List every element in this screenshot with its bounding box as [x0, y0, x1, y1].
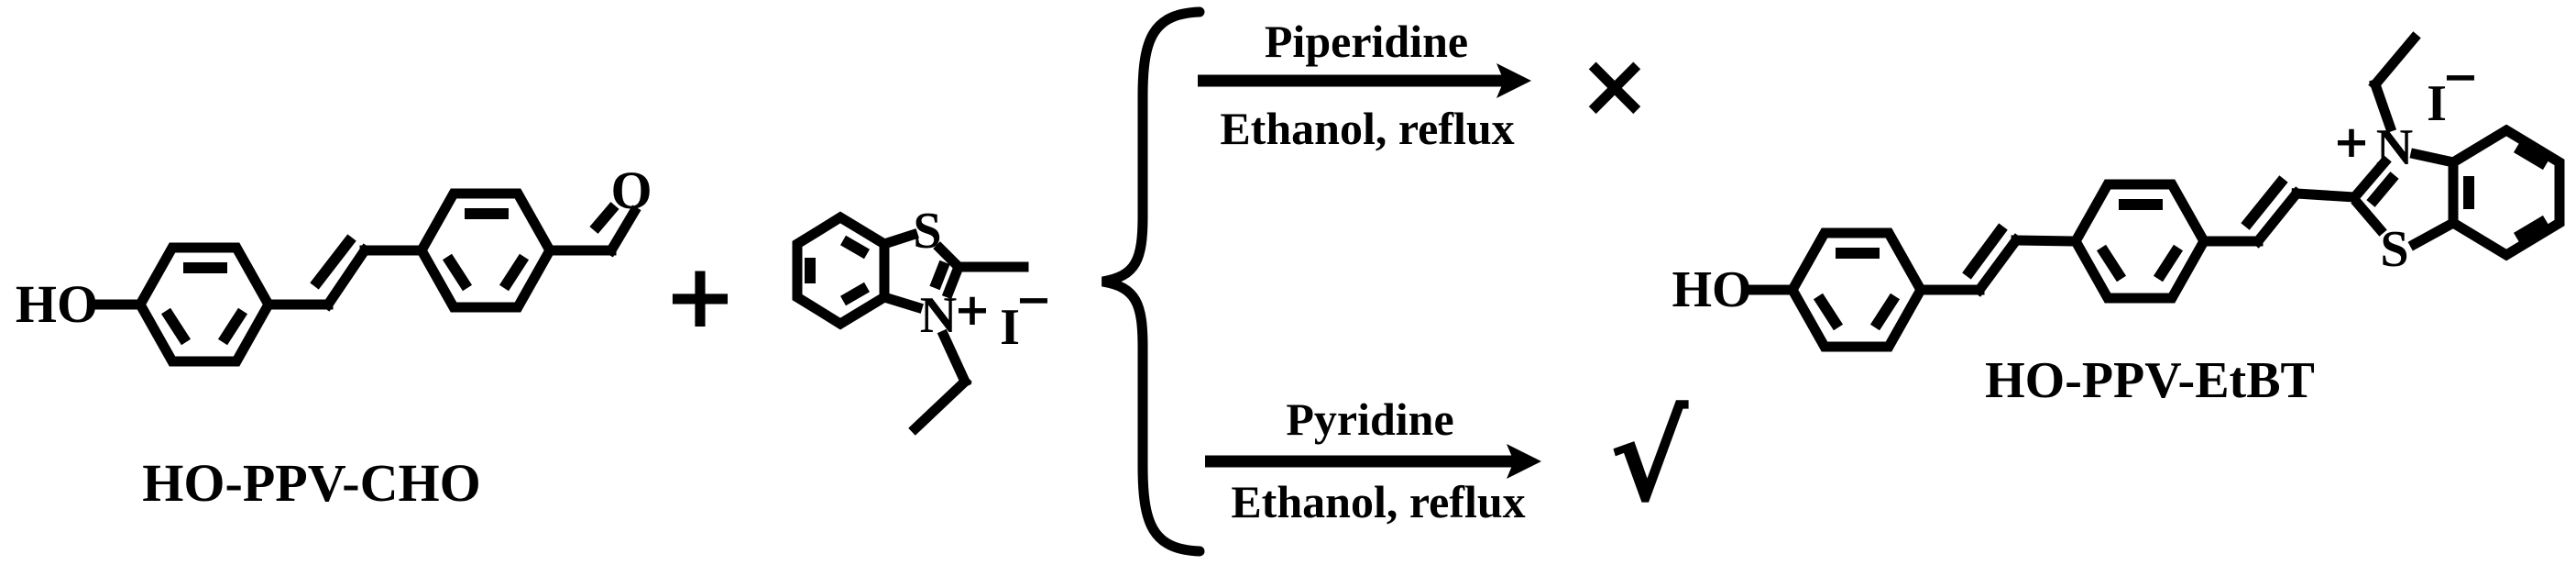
- top-reagent-label: Piperidine: [1264, 16, 1469, 67]
- ethyl-bond: [2368, 31, 2421, 92]
- aromatic-mark: [840, 282, 870, 306]
- vinyl-double-bond-inner: [2241, 175, 2288, 230]
- bottom-reagent-label: Pyridine: [1286, 393, 1454, 445]
- top-conditions-label: Ethanol, reflux: [1220, 103, 1515, 154]
- aromatic-mark: [217, 307, 248, 346]
- ethyl-bond: [2368, 77, 2397, 134]
- vinyl-double-bond-inner: [1962, 223, 2008, 280]
- curly-brace: [1101, 6, 1205, 557]
- c2-n-double-bond: [2350, 155, 2392, 202]
- reactant1-name: HO-PPV-CHO: [142, 453, 481, 513]
- aromatic-mark: [1869, 293, 1901, 331]
- aromatic-mark: [160, 307, 192, 346]
- vinyl-double-bond-inner: [310, 234, 356, 290]
- c2-n-double-bond-inner: [2366, 172, 2399, 207]
- aromatic-mark: [2096, 244, 2127, 282]
- aromatic-mark: [840, 235, 870, 260]
- arrow-head: [1496, 63, 1531, 98]
- aromatic-mark: [2153, 244, 2184, 282]
- product-iodide-label: I: [2427, 75, 2447, 132]
- arrow-head: [1507, 444, 1541, 479]
- product-n-charge: +: [2332, 116, 2371, 168]
- product-iodide-charge: −: [2441, 51, 2480, 103]
- reactant2-iodide-charge: −: [1014, 274, 1053, 326]
- ring-n-bond: [878, 291, 924, 314]
- ethyl-bond: [908, 374, 972, 436]
- reactant1-hydroxyl-label: HO: [15, 274, 99, 334]
- reactant2-iodide-label: I: [1000, 299, 1020, 356]
- carbonyl-double-bond: [604, 205, 641, 258]
- failure-cross-icon: ×: [1577, 34, 1652, 137]
- arrow-top: [1198, 63, 1531, 98]
- n-ring-bond: [2409, 148, 2460, 169]
- reactant2-sulfur-label: S: [913, 203, 942, 260]
- product-skeleton: [1744, 31, 2565, 352]
- c2-n-double-bond-inner: [929, 260, 950, 291]
- vinyl-double-bond: [321, 243, 372, 312]
- aromatic-mark: [442, 253, 473, 292]
- vinyl-double-bond: [1972, 233, 2023, 297]
- aromatic-mark: [499, 253, 530, 292]
- aromatic-mark: [1813, 293, 1844, 331]
- reactant2-n-charge: +: [953, 284, 992, 336]
- c2-s-bond: [2351, 196, 2387, 237]
- vinyl-double-bond: [2251, 186, 2304, 249]
- product-nitrogen-label: N: [2375, 119, 2414, 176]
- arrow-bottom: [1205, 444, 1541, 479]
- benzene-ring: [2448, 124, 2565, 261]
- ring-s-bond: [878, 228, 919, 250]
- vinyl-bond: [2011, 235, 2081, 247]
- product-sulfur-label: S: [2380, 221, 2409, 278]
- bottom-conditions-label: Ethanol, reflux: [1231, 476, 1526, 527]
- ethyl-bond: [937, 328, 972, 389]
- reactant1-skeleton: [90, 188, 641, 367]
- plus-sign: +: [663, 245, 738, 348]
- reactant2-skeleton: [792, 211, 1029, 436]
- product-hydroxyl-label: HO: [1672, 261, 1752, 318]
- reactant2-nitrogen-label: N: [919, 287, 958, 344]
- success-check-icon: √: [1608, 389, 1689, 528]
- aromatic-mark: [2513, 215, 2549, 243]
- aromatic-mark: [2513, 142, 2549, 171]
- reactant1-carbonyl-oxygen-label: O: [610, 161, 652, 220]
- carbonyl-double-bond-inner: [589, 202, 619, 234]
- vinyl-bond: [2291, 188, 2361, 203]
- s-ring-bond: [2407, 216, 2461, 251]
- product-name: HO-PPV-EtBT: [1985, 352, 2315, 409]
- c2-n-double-bond: [941, 260, 966, 300]
